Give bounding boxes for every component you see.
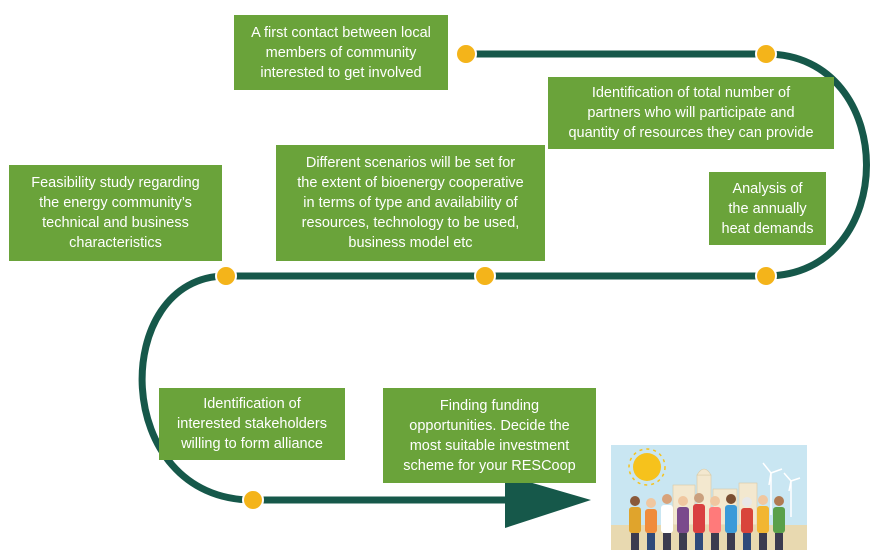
step-first-contact: A first contact between local members of…: [234, 15, 448, 90]
step-scenarios: Different scenarios will be set for the …: [276, 145, 545, 261]
sun-icon: [633, 453, 661, 481]
group-of-people-icon: [629, 493, 785, 550]
milestone-dots: [215, 43, 777, 511]
step-stakeholders: Identification of interested stakeholder…: [159, 388, 345, 460]
community-people-illustration: [611, 445, 807, 550]
step-funding: Finding funding opportunities. Decide th…: [383, 388, 596, 483]
step-feasibility: Feasibility study regarding the energy c…: [9, 165, 222, 261]
milestone-dot: [455, 43, 477, 65]
milestone-dot: [242, 489, 264, 511]
step-heat-demand: Analysis of the annually heat demands: [709, 172, 826, 245]
milestone-dot: [474, 265, 496, 287]
arrow-head: [505, 475, 591, 528]
milestone-dot: [755, 265, 777, 287]
wind-turbine-icon: [762, 462, 801, 517]
milestone-dot: [215, 265, 237, 287]
milestone-dot: [755, 43, 777, 65]
step-identification-partners: Identification of total number of partne…: [548, 77, 834, 149]
